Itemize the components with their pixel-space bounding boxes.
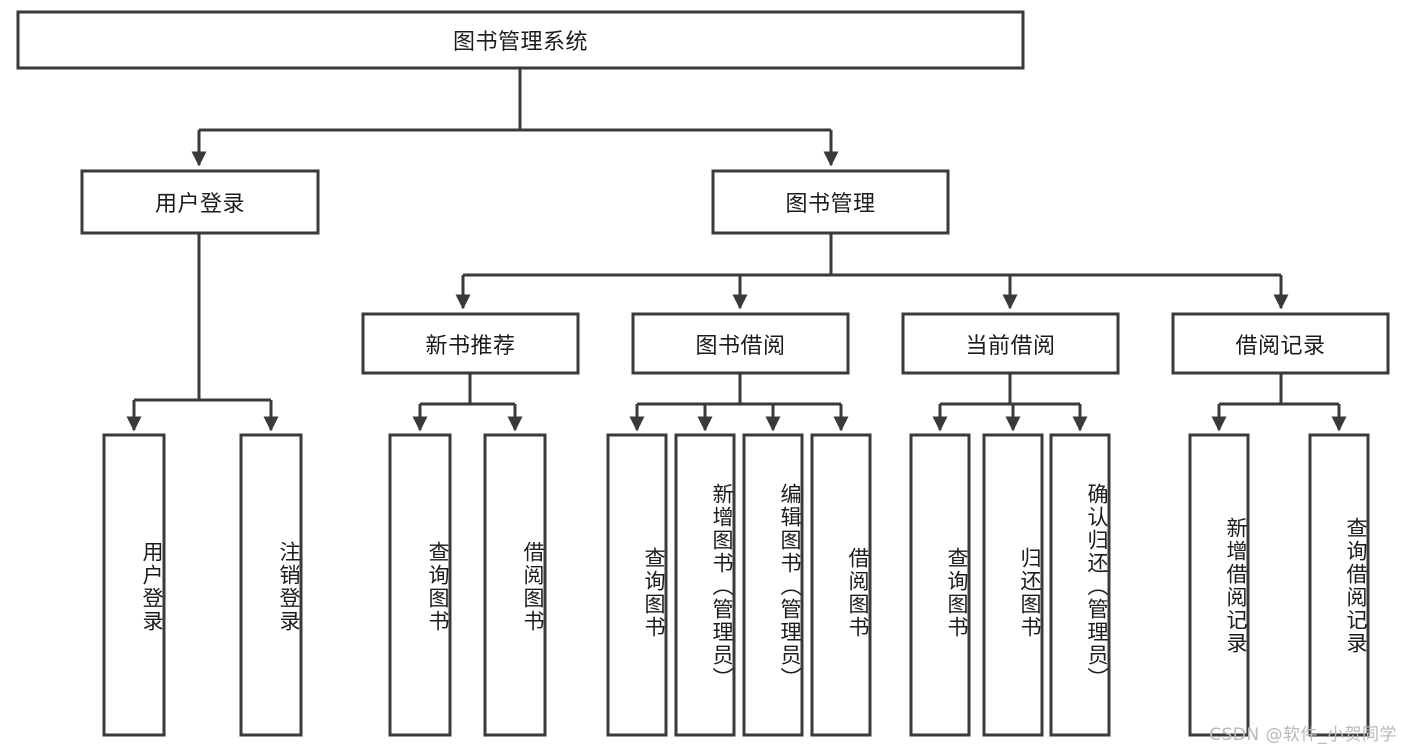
box-leaf-query-book-2[interactable] (606, 433, 668, 737)
box-leaf-query-book-1[interactable] (388, 433, 452, 737)
box-leaf-add-record[interactable] (1188, 433, 1250, 737)
box-leaf-add-book[interactable] (674, 433, 736, 737)
box-borrow-record[interactable] (1171, 312, 1390, 375)
box-leaf-edit-book[interactable] (742, 433, 804, 737)
box-leaf-borrow-book-2[interactable] (810, 433, 872, 737)
watermark: CSDN @软件_小贺同学 (1209, 725, 1397, 745)
box-book-borrow[interactable] (631, 312, 850, 375)
box-leaf-borrow-book-1[interactable] (483, 433, 547, 737)
connectors (126, 68, 1347, 432)
box-user-login[interactable] (80, 169, 320, 235)
box-root[interactable] (16, 10, 1025, 70)
box-leaf-query-book-3[interactable] (909, 433, 971, 737)
node-boxes (16, 10, 1390, 737)
box-current-borrow[interactable] (901, 312, 1120, 375)
box-leaf-query-record[interactable] (1308, 433, 1370, 737)
box-leaf-user-login[interactable] (102, 433, 166, 737)
box-new-book-recommend[interactable] (361, 312, 580, 375)
box-leaf-return-book[interactable] (982, 433, 1044, 737)
box-leaf-user-logout[interactable] (239, 433, 303, 737)
box-book-manage[interactable] (711, 169, 950, 235)
box-leaf-confirm-return[interactable] (1049, 433, 1111, 737)
